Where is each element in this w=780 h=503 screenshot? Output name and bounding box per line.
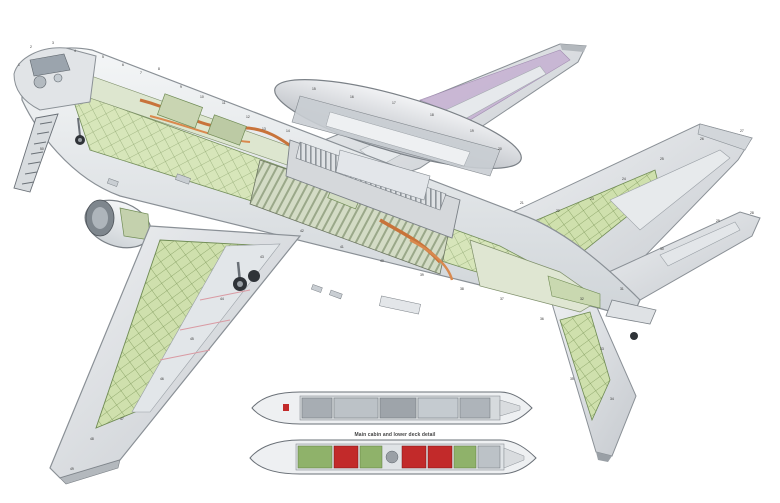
callout-number: 25 bbox=[660, 157, 664, 161]
callout-number: 49 bbox=[70, 467, 74, 471]
deck-plan-caption: Main cabin and lower deck detail bbox=[354, 432, 436, 438]
callout-number: 3 bbox=[52, 41, 54, 45]
exploded-panels bbox=[106, 173, 421, 315]
callout-number: 41 bbox=[340, 245, 344, 249]
callout-number: 45 bbox=[190, 337, 194, 341]
callout-number: 31 bbox=[620, 287, 624, 291]
callout-number: 22 bbox=[556, 209, 560, 213]
callout-number: 28 bbox=[750, 211, 754, 215]
callout-number: 50 bbox=[40, 147, 44, 151]
callout-number: 27 bbox=[740, 129, 744, 133]
callout-number: 39 bbox=[420, 273, 424, 277]
callout-number: 48 bbox=[90, 437, 94, 441]
callout-number: 2 bbox=[30, 45, 32, 49]
callout-number: 43 bbox=[260, 255, 264, 259]
callout-number: 8 bbox=[158, 67, 160, 71]
callout-number: 42 bbox=[300, 229, 304, 233]
callout-number: 19 bbox=[470, 129, 474, 133]
callout-number: 14 bbox=[286, 129, 290, 133]
callout-number: 7 bbox=[140, 71, 142, 75]
callout-number: 36 bbox=[540, 317, 544, 321]
callout-number: 18 bbox=[430, 113, 434, 117]
callout-number: 40 bbox=[380, 259, 384, 263]
forward-airstair bbox=[13, 113, 59, 193]
callout-number: 6 bbox=[122, 63, 124, 67]
callout-number: 29 bbox=[716, 219, 720, 223]
callout-number: 21 bbox=[520, 201, 524, 205]
main-landing-gear bbox=[233, 261, 260, 291]
callout-number: 38 bbox=[460, 287, 464, 291]
callout-number: 9 bbox=[180, 85, 182, 89]
callout-number: 46 bbox=[160, 377, 164, 381]
callout-number: 10 bbox=[200, 95, 204, 99]
tail-cone bbox=[605, 299, 657, 340]
callout-number: 47 bbox=[120, 417, 124, 421]
nose-landing-gear bbox=[75, 117, 85, 145]
callout-number: 15 bbox=[312, 87, 316, 91]
callout-number: 32 bbox=[580, 297, 584, 301]
callout-number: 11 bbox=[222, 101, 226, 105]
callout-number: 16 bbox=[350, 95, 354, 99]
callout-number: 30 bbox=[660, 247, 664, 251]
nose-cockpit bbox=[13, 47, 97, 111]
left-horizontal-stabiliser bbox=[547, 289, 637, 462]
callout-number: 12 bbox=[246, 115, 250, 119]
callout-number: 4 bbox=[74, 49, 76, 53]
callout-number: 23 bbox=[590, 197, 594, 201]
callout-number: 35 bbox=[570, 377, 574, 381]
lower-deck-plan bbox=[249, 439, 537, 475]
callout-number: 17 bbox=[392, 101, 396, 105]
callout-number: 24 bbox=[622, 177, 626, 181]
callout-number: 13 bbox=[262, 127, 266, 131]
left-wing bbox=[49, 225, 302, 485]
callout-number: 26 bbox=[700, 137, 704, 141]
main-cabin-deck-plan bbox=[251, 391, 533, 425]
callout-number: 34 bbox=[610, 397, 614, 401]
callout-number: 20 bbox=[498, 147, 502, 151]
callout-number: 1 bbox=[18, 63, 20, 67]
left-engine-nacelle bbox=[84, 199, 152, 249]
callout-number: 37 bbox=[500, 297, 504, 301]
callout-number: 33 bbox=[600, 347, 604, 351]
radar-rotodome bbox=[274, 79, 522, 239]
callout-number: 44 bbox=[220, 297, 224, 301]
callout-number: 5 bbox=[102, 55, 104, 59]
